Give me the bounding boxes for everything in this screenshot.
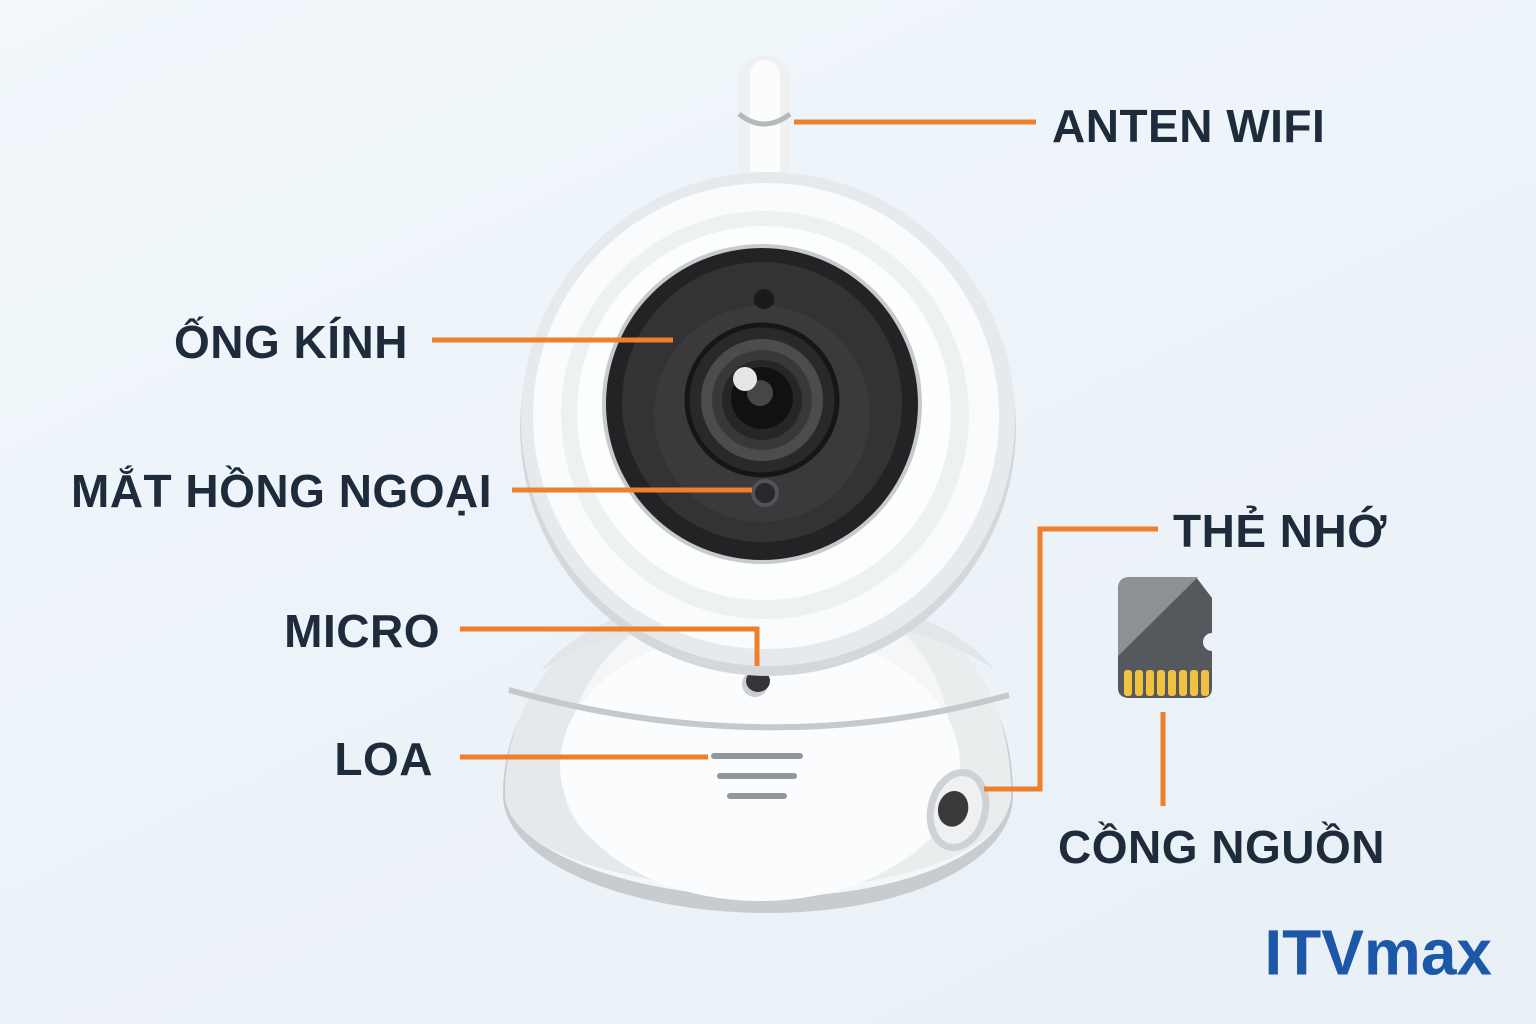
label-mat-hong-ngoai: MẮT HỒNG NGOẠI bbox=[71, 464, 492, 517]
label-the-nho: THẺ NHỚ bbox=[1173, 504, 1387, 557]
speaker-grill-line bbox=[727, 793, 787, 799]
antenna-band bbox=[737, 111, 792, 127]
sd-pin bbox=[1135, 670, 1143, 696]
label-loa: LOA bbox=[334, 732, 433, 785]
base-highlight bbox=[560, 629, 960, 901]
label-anten-wifi: ANTEN WIFI bbox=[1052, 99, 1326, 152]
label-ong-kinh: ỐNG KÍNH bbox=[174, 315, 408, 368]
sd-pin bbox=[1190, 670, 1198, 696]
brand-logo: ITVmax bbox=[1264, 916, 1492, 989]
sd-pin bbox=[1146, 670, 1154, 696]
camera-head bbox=[520, 172, 1016, 676]
status-led bbox=[754, 289, 774, 309]
speaker-grill-line bbox=[711, 753, 803, 759]
camera-illustration bbox=[503, 56, 1016, 913]
sd-pin bbox=[1168, 670, 1176, 696]
sd-pin bbox=[1179, 670, 1187, 696]
base-shade-left bbox=[505, 600, 700, 886]
power-port bbox=[926, 769, 990, 851]
speaker-grill-line bbox=[717, 773, 797, 779]
microsd-card-icon bbox=[1118, 577, 1212, 698]
sd-card-pins bbox=[1124, 670, 1209, 696]
sd-pin bbox=[1157, 670, 1165, 696]
label-cong-nguon: CỒNG NGUỒN bbox=[1058, 820, 1385, 873]
label-micro: MICRO bbox=[284, 604, 440, 657]
power-port-hole bbox=[937, 790, 969, 827]
camera-lens bbox=[684, 322, 840, 478]
micro-line bbox=[460, 626, 760, 666]
sd-pin bbox=[1201, 670, 1209, 696]
lens-glint-white bbox=[733, 367, 757, 391]
camera-base bbox=[503, 596, 1013, 913]
speaker-grill bbox=[711, 753, 803, 799]
base-seam bbox=[508, 687, 1010, 731]
sd-card-shine bbox=[1118, 577, 1198, 656]
the-nho-line bbox=[984, 526, 1158, 792]
leader-lines bbox=[432, 119, 1166, 806]
ir-sensor bbox=[751, 479, 779, 507]
sd-pin bbox=[1124, 670, 1132, 696]
